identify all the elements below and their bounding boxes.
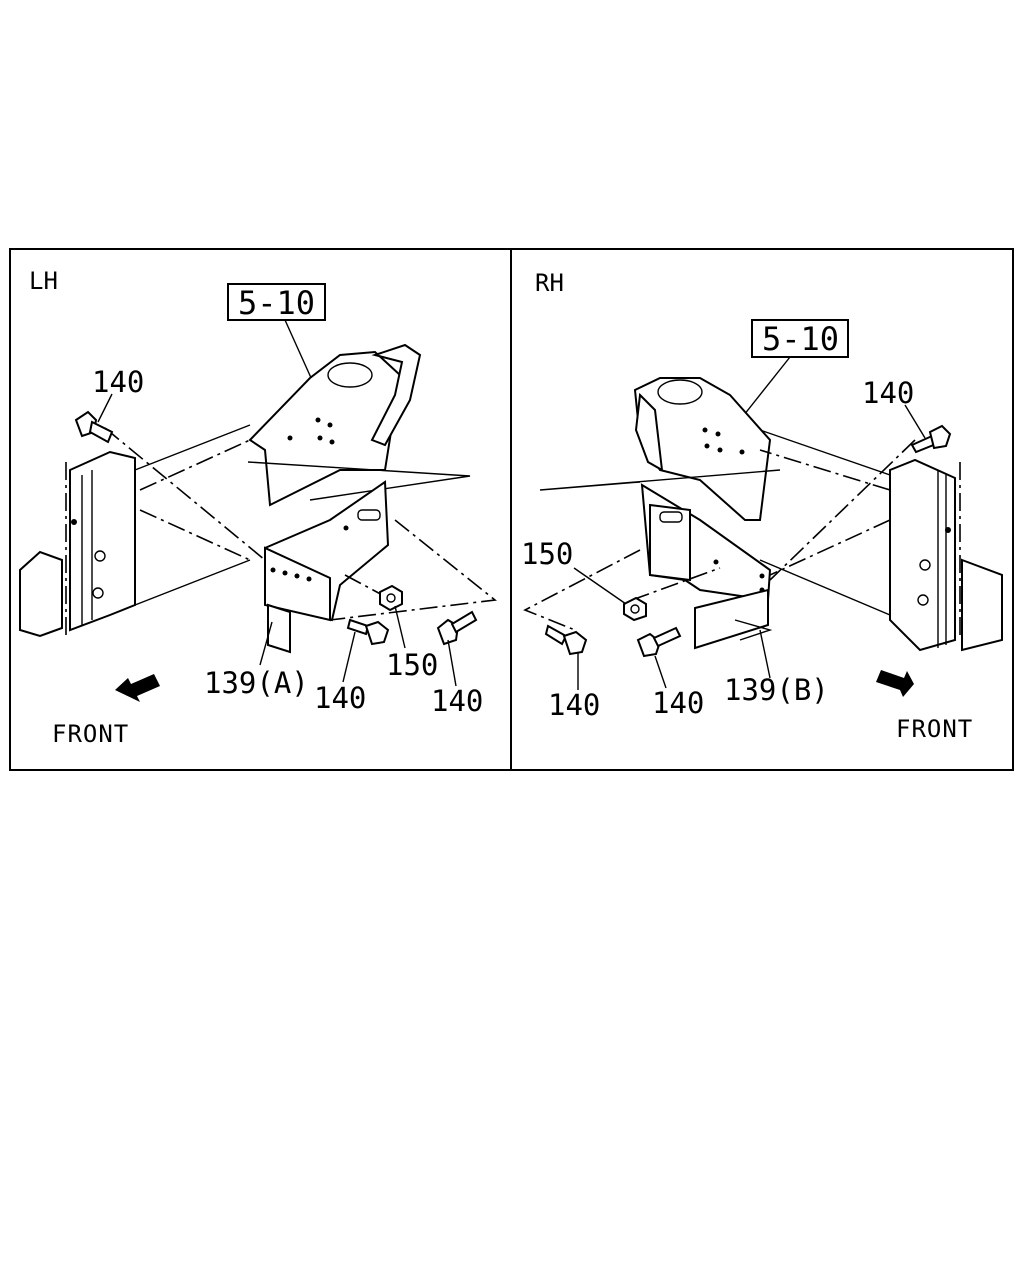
rh-callout-bracket[interactable]: 139(B) [724,673,829,707]
rh-leader [654,655,667,689]
lh-side-label: LH [29,267,58,295]
rh-bolt-140-left[interactable] [544,624,588,656]
rh-leader [759,629,771,679]
rh-bolt-140-top[interactable] [910,424,952,454]
rh-assembly-line [769,519,891,576]
rh-panel: RH 5-10 [521,269,1003,743]
lh-leader [342,631,356,683]
rh-spring-hanger [539,377,781,521]
lh-leader [97,393,113,423]
rh-assembly-line [759,449,891,491]
rh-callout-bolt-mid[interactable]: 140 [652,686,704,720]
lh-callout-nut[interactable]: 150 [386,648,438,682]
lh-callout-bolt-top[interactable]: 140 [92,365,144,399]
lh-bolt-140-lower[interactable] [346,618,390,646]
lh-assembly-line [139,439,251,491]
rh-leader [573,567,627,605]
lh-assembly-line [329,519,497,621]
lh-assembly-line [139,509,251,561]
lh-frame-rail [19,424,251,640]
lh-bracket-139a [263,480,390,654]
rh-side-label: RH [535,269,564,297]
lh-callout-bolt-right[interactable]: 140 [431,684,483,718]
lh-callout-bolt-lower[interactable]: 140 [314,681,366,715]
lh-spring-hanger [247,343,471,507]
arrow-down-right-icon [876,670,914,697]
rh-leader [904,404,926,439]
rh-frame-rail [759,429,1003,652]
lh-bolt-140-right[interactable] [436,610,478,646]
lh-leader [447,639,457,687]
lh-bolt-140-top[interactable] [74,410,114,444]
rh-callout-bolt-top[interactable]: 140 [862,376,914,410]
rh-ref-label[interactable]: 5-10 [762,320,839,358]
lh-panel: LH 5-10 [19,267,497,748]
rh-ref-box[interactable] [751,319,849,358]
rh-assembly-line [631,567,721,601]
rh-callout-nut[interactable]: 150 [521,537,573,571]
rh-bolt-140-mid[interactable] [636,626,682,658]
rh-assembly-line [769,439,916,581]
lh-ref-leader [284,319,313,381]
rh-bracket-139b [640,483,773,650]
lh-callout-bracket[interactable]: 139(A) [204,666,309,700]
lh-leader [394,605,406,649]
lh-assembly-line [104,427,266,561]
rh-nut-150[interactable] [623,596,647,622]
lh-nut-150[interactable] [379,584,403,612]
lh-ref-box[interactable] [227,283,326,321]
lh-ref-label[interactable]: 5-10 [238,284,315,322]
arrow-down-left-icon [115,674,160,702]
rh-callout-bolt-left[interactable]: 140 [548,688,600,722]
rh-assembly-line [523,549,641,631]
lh-leader [259,621,273,666]
rh-ref-leader [739,356,791,421]
rh-front-label: FRONT [896,715,973,743]
lh-front-label: FRONT [52,720,129,748]
